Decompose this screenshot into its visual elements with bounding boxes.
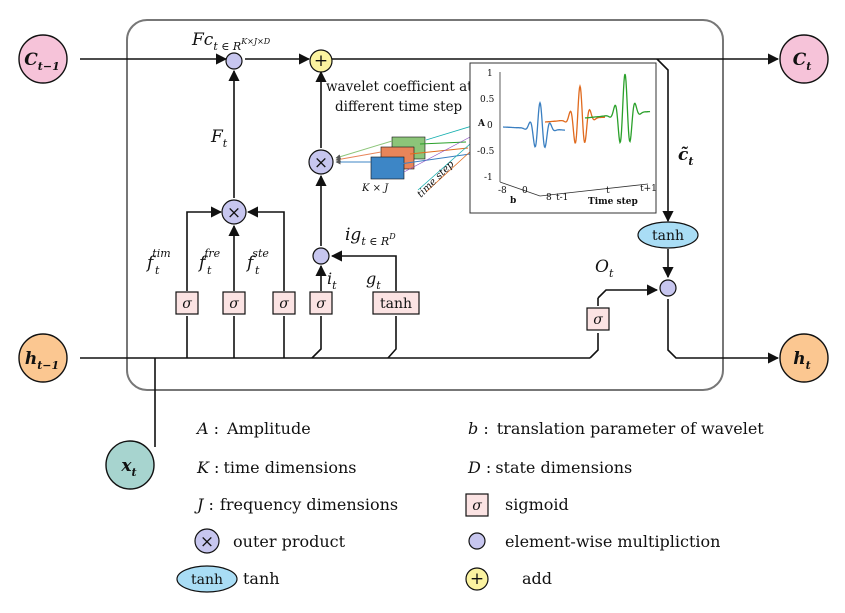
b-axis-label: b bbox=[510, 196, 516, 206]
b-tick-label: 8 bbox=[546, 193, 552, 203]
wavelet-curve-t bbox=[545, 83, 605, 144]
svg-text:×: × bbox=[314, 153, 328, 173]
cell-tanh-node: tanh bbox=[637, 221, 699, 249]
wavelet-curve-t-1 bbox=[503, 100, 565, 149]
legend-item-d: D :state dimensions bbox=[467, 458, 632, 477]
output-multiply-circle bbox=[659, 279, 677, 297]
forget-multiply-circle bbox=[225, 52, 243, 70]
wavelet-caption-line1: wavelet coefficient at bbox=[326, 79, 473, 95]
wavelet-coefficient-tensor: K × J time step bbox=[335, 125, 473, 200]
sigma-box-tim: σ bbox=[175, 291, 199, 315]
legend-sigma-swatch: σ bbox=[465, 493, 489, 517]
legend-item-j: J :frequency dimensions bbox=[194, 495, 398, 514]
svg-text:tanh: tanh bbox=[652, 228, 684, 244]
input-multiply-circle bbox=[312, 247, 330, 265]
sigma-box-fre: σ bbox=[222, 291, 246, 315]
time-step-diagonal-label: time step bbox=[415, 158, 457, 200]
svg-text:Ct−1: Ct−1 bbox=[24, 50, 59, 73]
svg-text:xt: xt bbox=[120, 456, 136, 479]
legend-item-amplitude: A :Amplitude bbox=[195, 419, 311, 438]
add-node: + bbox=[309, 49, 333, 73]
svg-text:tanh: tanh bbox=[380, 296, 412, 312]
h-prev-node: ht−1 bbox=[18, 333, 68, 383]
legend-item-sigmoid: sigmoid bbox=[505, 495, 569, 514]
outer-product-forget: × bbox=[221, 199, 247, 225]
t-tick-label: t bbox=[606, 186, 610, 196]
t-tick-label: t-1 bbox=[556, 193, 568, 203]
t-tick-label: t+1 bbox=[640, 184, 657, 194]
legend-item-b: b :translation parameter of wavelet bbox=[468, 419, 764, 438]
legend-outer-product-swatch: × bbox=[194, 528, 220, 554]
sigma-box-ste: σ bbox=[272, 291, 296, 315]
ig-label: igt ∈ RD bbox=[345, 225, 396, 248]
x-input-node: xt bbox=[105, 440, 155, 490]
wavelet-curve-t+1 bbox=[584, 73, 651, 145]
z-axis-ticks: 1 0.5 0 -0.5 -1 bbox=[477, 69, 495, 183]
z-tick-label: -1 bbox=[484, 173, 493, 183]
i-t-label: it bbox=[327, 269, 337, 292]
sigma-box-output: σ bbox=[586, 307, 610, 331]
lstm-cell-boundary bbox=[126, 19, 724, 391]
z-tick-label: 1 bbox=[487, 69, 493, 79]
svg-text:ht−1: ht−1 bbox=[25, 349, 59, 372]
svg-text:σ: σ bbox=[472, 498, 482, 514]
svg-text:ht: ht bbox=[793, 349, 810, 372]
wavelet-plot: 1 0.5 0 -0.5 -1 A -8 0 8 b t-1 t t+1 Tim… bbox=[469, 62, 657, 214]
svg-text:σ: σ bbox=[316, 296, 326, 312]
svg-text:σ: σ bbox=[229, 296, 239, 312]
legend-item-outer-product: outer product bbox=[233, 532, 346, 551]
b-tick-label: -8 bbox=[498, 186, 507, 196]
legend-item-k: K :time dimensions bbox=[196, 458, 357, 477]
c-prev-node: Ct−1 bbox=[18, 34, 68, 84]
svg-text:tanh: tanh bbox=[191, 572, 223, 588]
h-next-node: ht bbox=[779, 333, 829, 383]
svg-text:×: × bbox=[227, 203, 241, 223]
g-t-label: gt bbox=[366, 269, 381, 292]
svg-text:σ: σ bbox=[279, 296, 289, 312]
svg-text:σ: σ bbox=[593, 312, 603, 328]
c-tilde-label: c̃t bbox=[678, 145, 693, 168]
svg-text:+: + bbox=[314, 51, 328, 71]
wavelet-caption-line2: different time step bbox=[335, 99, 462, 115]
f-t-label: Ft bbox=[210, 127, 228, 150]
sigma-box-input: σ bbox=[309, 291, 333, 315]
c-next-node: Ct bbox=[779, 34, 829, 84]
legend: A :Amplitude b :translation parameter of… bbox=[176, 419, 764, 593]
z-tick-label: -0.5 bbox=[477, 147, 495, 157]
tanh-box-candidate: tanh bbox=[372, 291, 420, 315]
kxj-label: K × J bbox=[361, 183, 389, 194]
z-tick-label: 0.5 bbox=[480, 95, 495, 105]
legend-tanh-swatch: tanh bbox=[176, 565, 238, 593]
fc-label: Fct ∈ RK×J×D bbox=[191, 30, 271, 53]
svg-text:σ: σ bbox=[182, 296, 192, 312]
svg-text:×: × bbox=[200, 532, 214, 552]
z-tick-label: 0 bbox=[487, 121, 493, 131]
legend-elementwise-swatch bbox=[468, 532, 486, 550]
legend-add-swatch: + bbox=[465, 567, 489, 591]
legend-item-add: add bbox=[522, 569, 552, 588]
o-t-label: Ot bbox=[595, 257, 614, 280]
amplitude-axis-label: A bbox=[477, 119, 486, 129]
svg-text:Ct: Ct bbox=[793, 50, 812, 73]
outer-product-input: × bbox=[308, 149, 334, 175]
legend-item-tanh: tanh bbox=[243, 569, 280, 588]
b-tick-label: 0 bbox=[522, 186, 528, 196]
svg-text:+: + bbox=[470, 569, 484, 589]
time-step-axis-label: Time step bbox=[588, 197, 638, 207]
legend-item-elementwise: element-wise multipliction bbox=[505, 532, 720, 551]
